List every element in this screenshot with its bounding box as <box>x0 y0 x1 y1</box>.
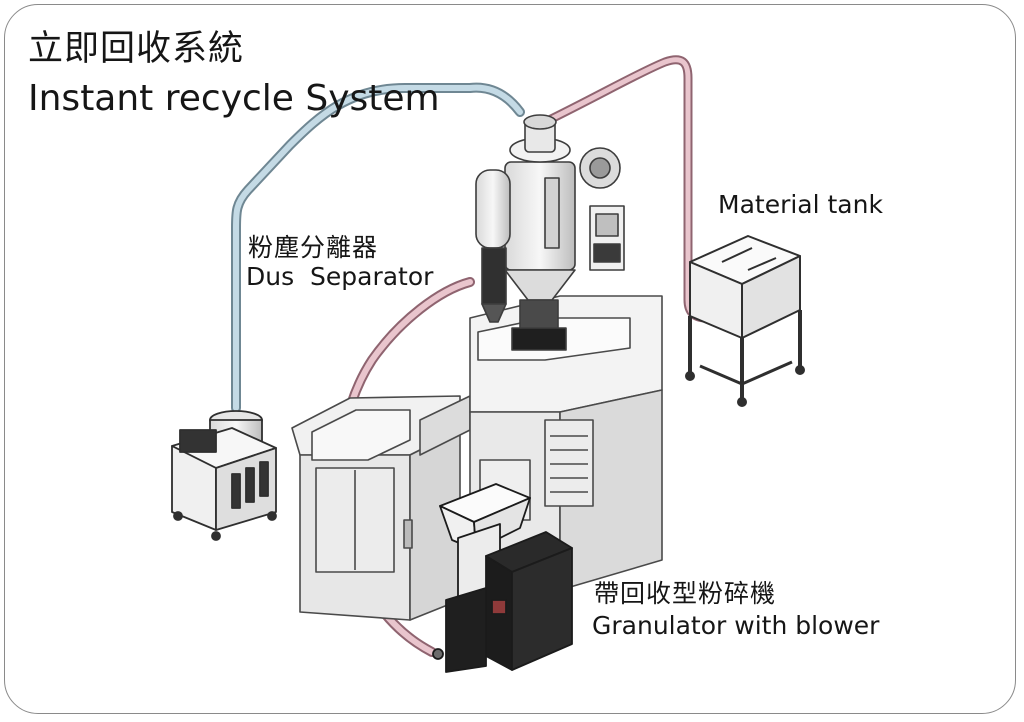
material-tank-label: Material tank <box>718 190 883 219</box>
molding-machine <box>291 295 663 621</box>
dryer-hopper <box>475 114 625 351</box>
title-english: Instant recycle System <box>28 78 440 119</box>
dust-separator-label-english: Dus Separator <box>246 262 434 291</box>
dust-separator-label-chinese: 粉塵分離器 <box>248 233 379 262</box>
granulator-label-chinese: 帶回收型粉碎機 <box>594 579 777 608</box>
granulator <box>432 483 573 673</box>
title-chinese: 立即回收系統 <box>28 29 245 69</box>
granulator-label-english: Granulator with blower <box>592 611 880 640</box>
blue-return-pipe <box>231 82 525 413</box>
vacuum-loader <box>171 410 277 541</box>
material-tank <box>685 235 805 407</box>
